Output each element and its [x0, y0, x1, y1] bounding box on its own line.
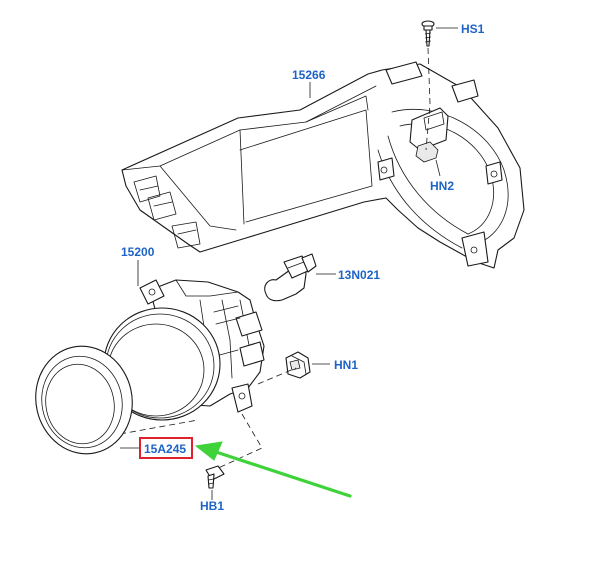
- bracket-15266: [121, 61, 525, 269]
- callout-hs1: HS1: [461, 22, 485, 36]
- callout-15200: 15200: [121, 245, 155, 259]
- bolt-hb1: [205, 465, 225, 489]
- callout-13n021: 13N021: [338, 268, 380, 282]
- callout-15a245: 15A245: [144, 442, 186, 456]
- callout-15266: 15266: [292, 68, 326, 82]
- bulb-13n021: [264, 253, 317, 302]
- bezel-ring-15a245: [35, 345, 133, 455]
- callout-hn2: HN2: [430, 179, 454, 193]
- callout-hb1: HB1: [200, 499, 224, 513]
- screw-hs1: [421, 20, 435, 47]
- nut-hn1: [285, 351, 311, 379]
- callout-hn1: HN1: [334, 358, 358, 372]
- highlight-box: [139, 437, 193, 459]
- fog-lamp-15200: [103, 279, 265, 421]
- indicator-arrow: [194, 441, 352, 498]
